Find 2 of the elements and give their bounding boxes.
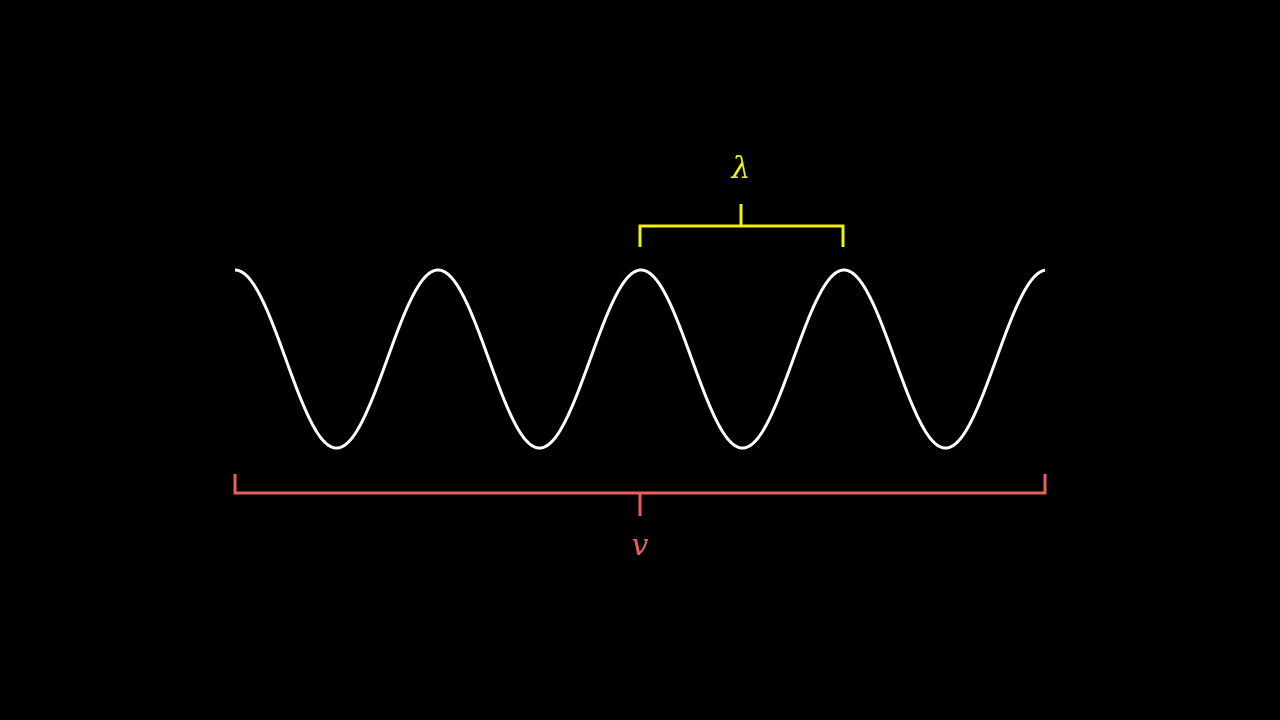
variable-label: v bbox=[631, 528, 649, 562]
variable-label: λ bbox=[731, 151, 751, 185]
